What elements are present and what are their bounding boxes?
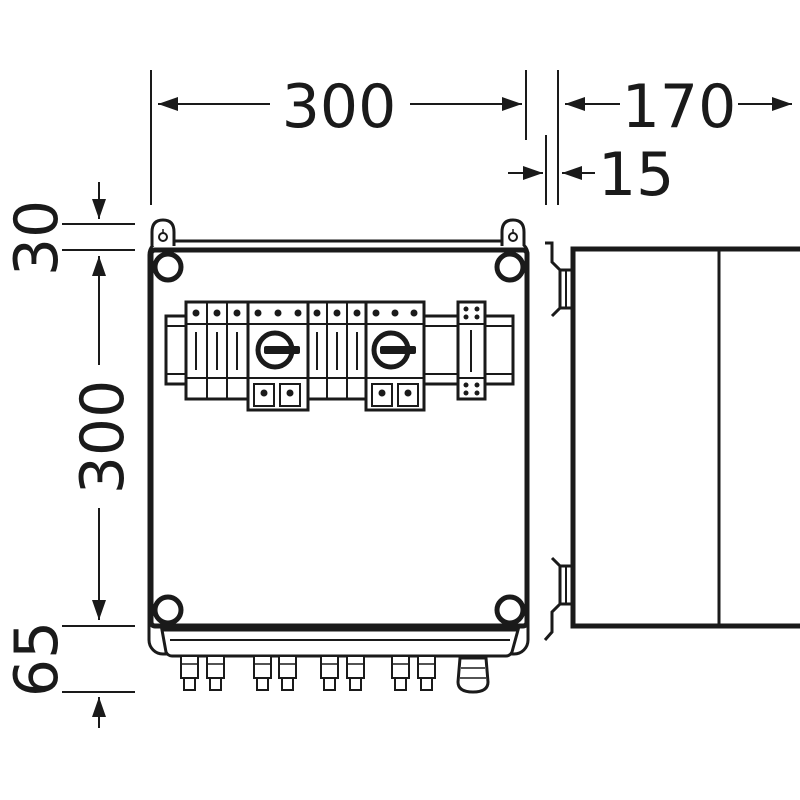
- cable-entry-strip: [160, 628, 520, 658]
- extension-lines: [62, 70, 559, 693]
- cable-gland-7: [391, 655, 410, 691]
- cable-gland-round: [456, 656, 490, 694]
- hinge-bottom: [543, 556, 574, 641]
- surge-protector-1: [184, 300, 250, 401]
- dimension-label-front-width: 300: [282, 72, 397, 142]
- dimension-label-door-offset: 15: [598, 140, 674, 210]
- dimension-door-offset: 15: [508, 140, 674, 210]
- dimension-top-margin: 30: [2, 182, 106, 276]
- dimension-bottom-margin: 65: [2, 621, 106, 728]
- enclosure-side-view: [543, 241, 800, 641]
- corner-screw-bottom-left: [152, 594, 184, 626]
- dimension-label-side-depth: 170: [622, 72, 737, 142]
- cable-gland-3: [253, 655, 272, 691]
- corner-screw-bottom-right: [494, 594, 526, 626]
- isolator-switch-1: [246, 300, 310, 412]
- cable-gland-2: [206, 655, 225, 691]
- cable-gland-5: [320, 655, 339, 691]
- surge-protector-2: [306, 300, 368, 401]
- dimension-front-height: 300: [68, 256, 138, 620]
- mounting-lug-top-left: [150, 218, 176, 246]
- mounting-lug-top-right: [500, 218, 526, 246]
- cable-gland-1: [180, 655, 199, 691]
- cable-gland-4: [278, 655, 297, 691]
- dimension-label-bottom-margin: 65: [2, 621, 72, 697]
- hinge-top: [545, 241, 574, 318]
- enclosure-front-view: [147, 218, 530, 694]
- cable-gland-8: [417, 655, 436, 691]
- dimension-label-front-height: 300: [68, 380, 138, 495]
- dimension-front-width: 300: [158, 72, 522, 142]
- dimension-side-depth: 170: [565, 72, 792, 142]
- corner-screw-top-left: [152, 251, 184, 283]
- dimension-label-top-margin: 30: [2, 200, 72, 276]
- isolator-switch-2: [364, 300, 426, 412]
- cable-gland-6: [346, 655, 365, 691]
- corner-screw-top-right: [494, 251, 526, 283]
- terminal-block: [456, 300, 487, 401]
